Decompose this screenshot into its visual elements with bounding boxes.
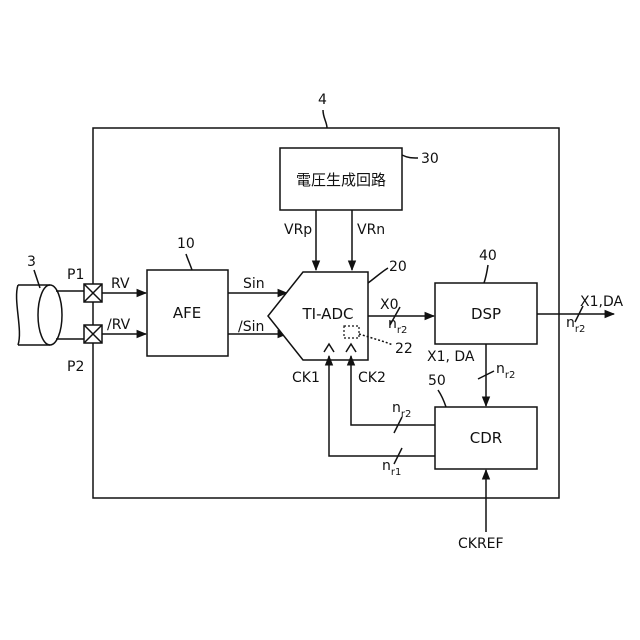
vrn-label: VRn	[357, 222, 385, 238]
port-p2-label: P2	[67, 359, 84, 375]
dsp-label: DSP	[471, 305, 501, 323]
nr2-ck2-label: nr2	[392, 400, 411, 420]
nr2-out-label: nr2	[566, 315, 585, 335]
voltage-gen-ref-label: 30	[421, 151, 439, 167]
cdr-ref-label: 50	[428, 373, 446, 389]
ti-adc-ref-label: 20	[389, 259, 407, 275]
cdr-label: CDR	[470, 429, 502, 447]
vrp-label: VRp	[284, 222, 312, 238]
cable-ref-label: 3	[27, 254, 36, 270]
x0-label: X0	[380, 297, 399, 313]
ck2-label: CK2	[358, 370, 386, 386]
nr1-ck1-label: nr1	[382, 458, 401, 478]
x1da-out-label: X1,DA	[580, 294, 623, 310]
ck1-label: CK1	[292, 370, 320, 386]
port-p1-label: P1	[67, 267, 84, 283]
voltage-gen-label: 電圧生成回路	[296, 171, 386, 189]
afe-label: AFE	[173, 304, 201, 322]
dsp-leader	[484, 265, 488, 283]
sin-label: Sin	[243, 276, 265, 292]
ti-adc-internal-ref-label: 22	[395, 341, 413, 357]
cdr-leader	[438, 390, 446, 407]
nr2-adc-label: nr2	[388, 316, 407, 336]
ti-adc-leader	[368, 268, 388, 283]
rv-label: RV	[111, 276, 130, 292]
ckref-label: CKREF	[458, 536, 504, 552]
rv-bar-label: /RV	[107, 317, 131, 333]
voltage-gen-leader	[402, 155, 418, 158]
sin-bar-label: /Sin	[238, 319, 264, 335]
device-leader	[323, 110, 327, 128]
port-p2	[84, 325, 102, 343]
afe-ref-label: 10	[177, 236, 195, 252]
afe-leader	[186, 254, 192, 270]
device-ref-label: 4	[318, 92, 327, 108]
port-p1	[84, 284, 102, 302]
cable	[17, 285, 62, 345]
x1da-label: X1, DA	[427, 349, 475, 365]
ti-adc-label: TI-ADC	[302, 305, 354, 323]
nr2-cdr-in-label: nr2	[496, 361, 515, 381]
dsp-ref-label: 40	[479, 248, 497, 264]
